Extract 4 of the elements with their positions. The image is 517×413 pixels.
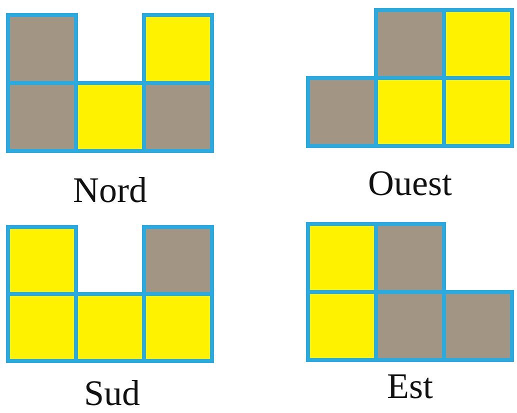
grid-label: Est (387, 368, 433, 404)
grid-label: Sud (84, 375, 140, 411)
grid-label: Ouest (368, 165, 452, 201)
grid-label: Nord (73, 172, 147, 208)
